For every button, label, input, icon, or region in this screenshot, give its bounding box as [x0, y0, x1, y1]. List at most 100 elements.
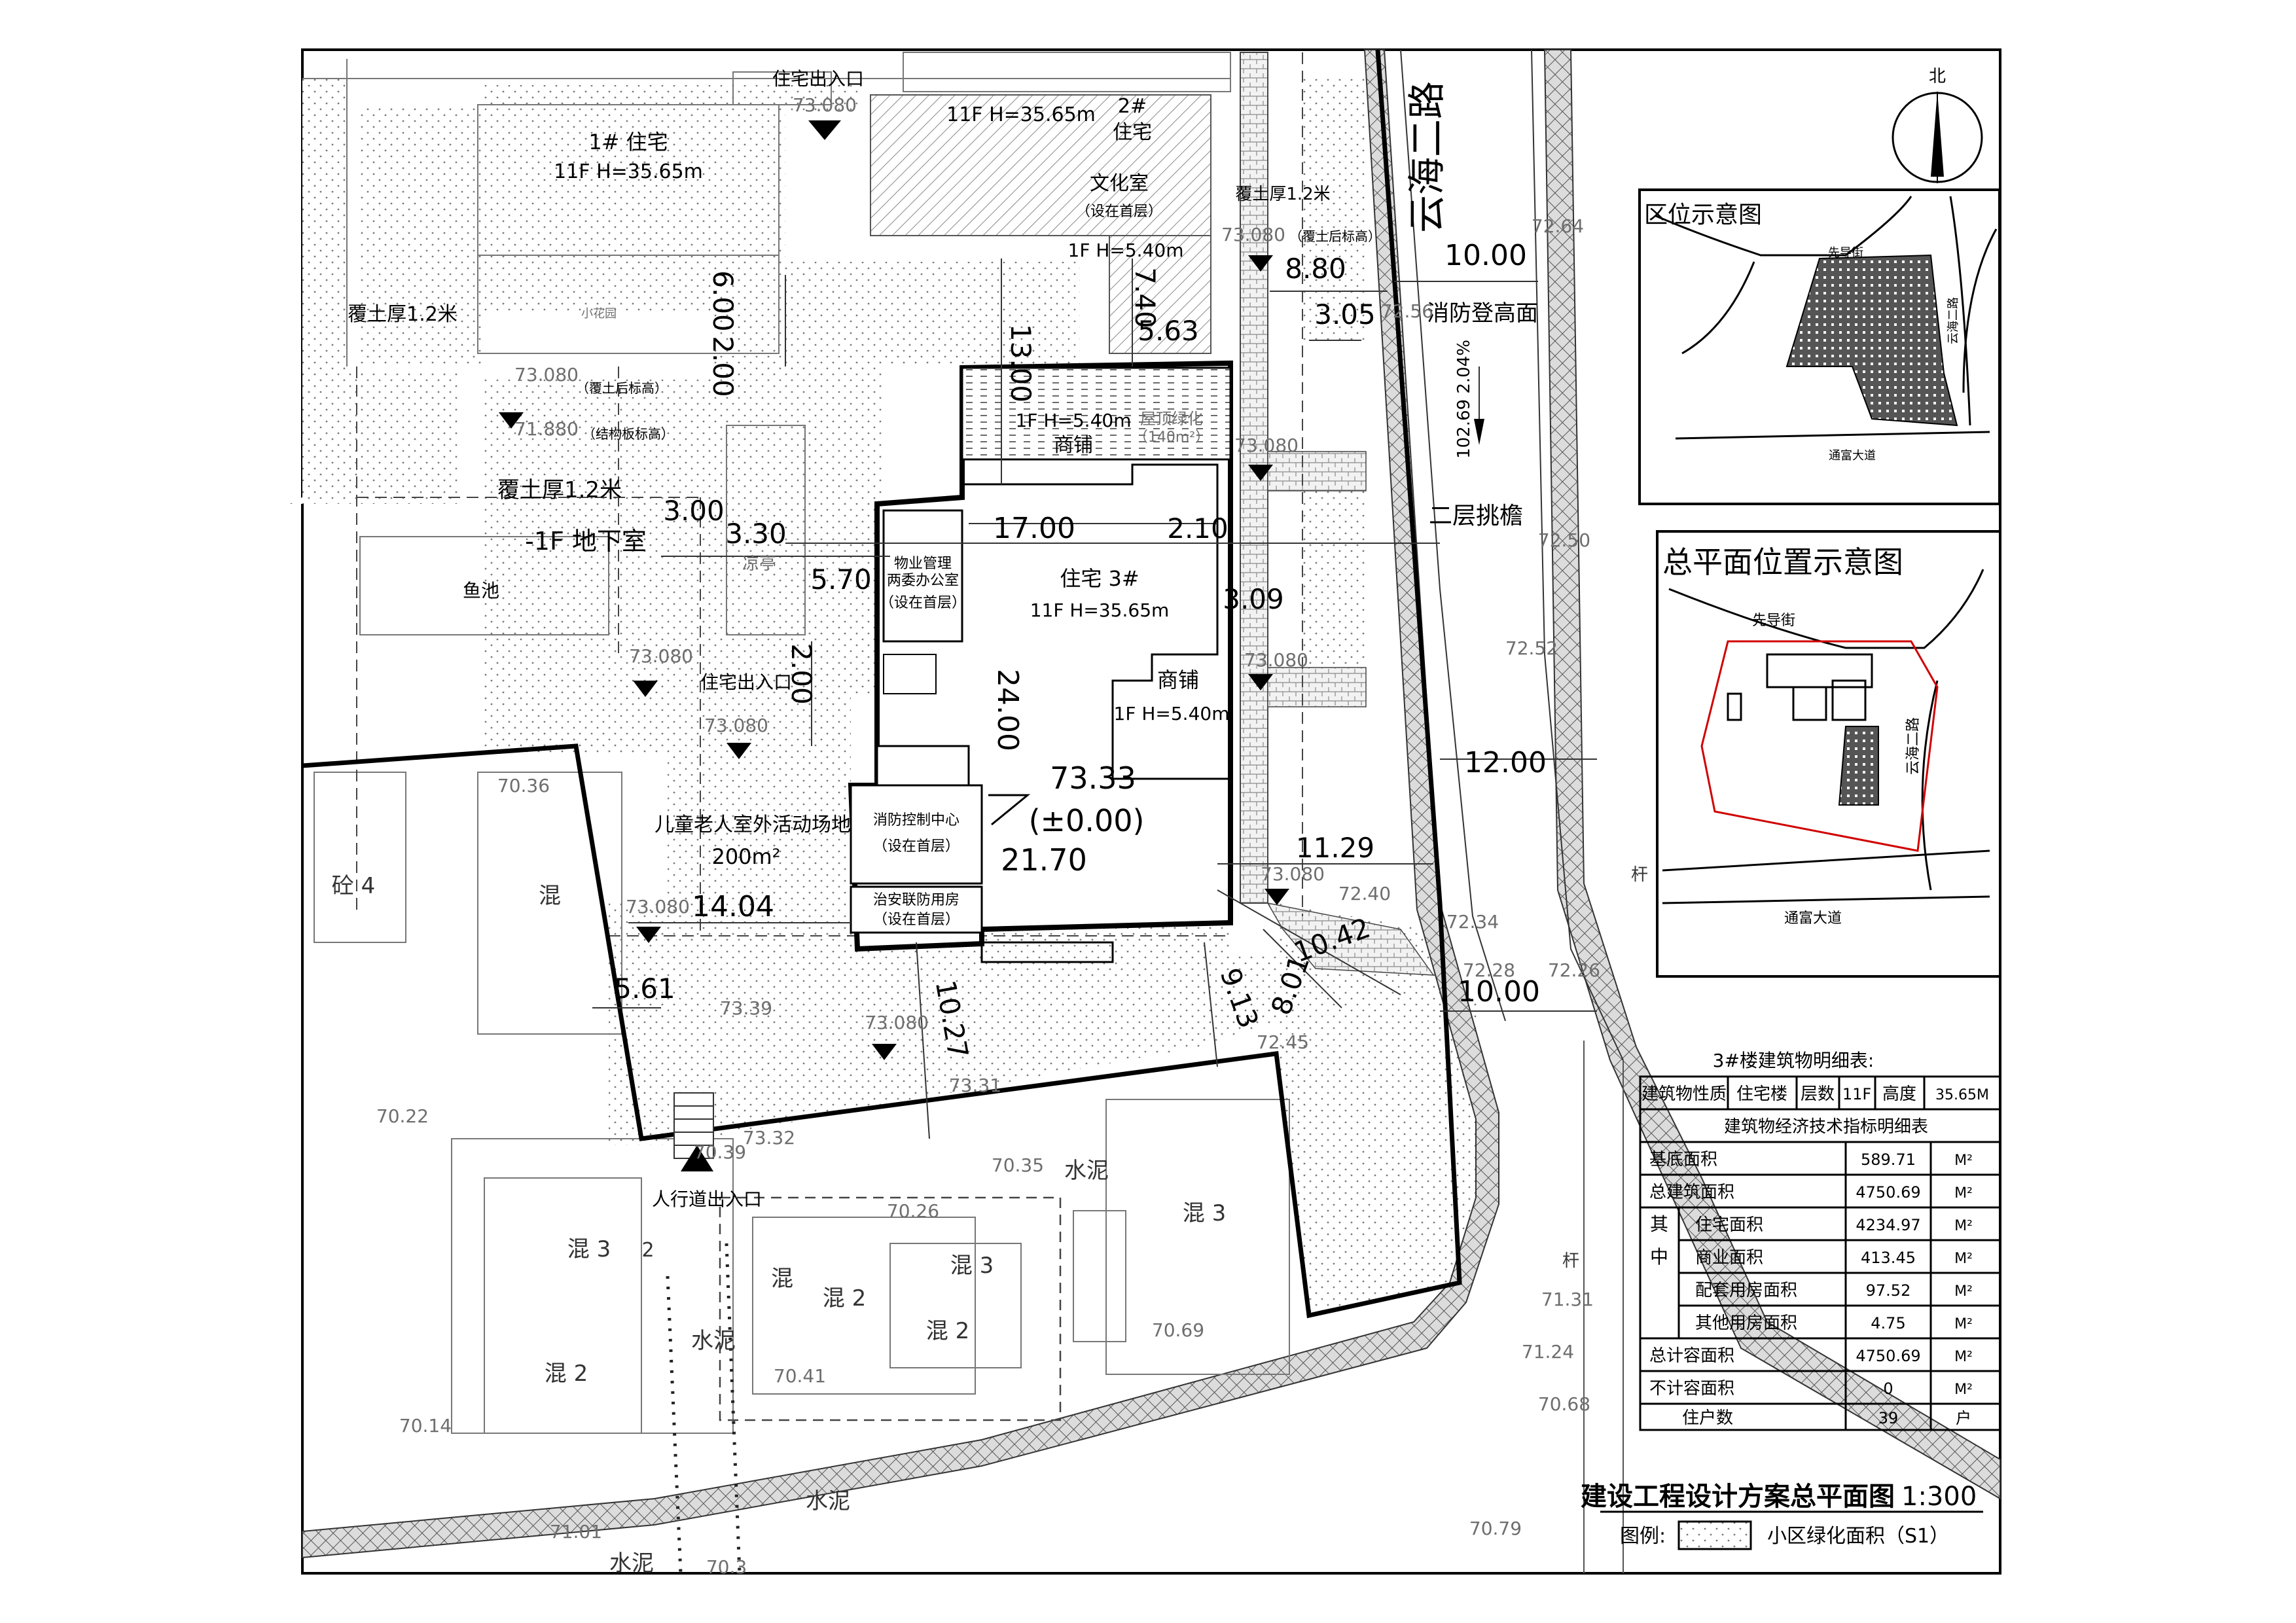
svg-text:M²: M²: [1954, 1382, 1973, 1398]
svg-text:水泥: 水泥: [1064, 1158, 1109, 1184]
svg-text:35.65M: 35.65M: [1935, 1087, 1989, 1103]
building-2-type: 住宅: [1113, 121, 1152, 144]
svg-text:其他用房面积: 其他用房面积: [1695, 1313, 1797, 1333]
svg-text:73.080: 73.080: [629, 645, 693, 667]
svg-text:住宅楼: 住宅楼: [1736, 1084, 1787, 1104]
property-office-1: 物业管理: [894, 556, 952, 572]
svg-text:混 2: 混 2: [823, 1285, 866, 1311]
road-width-mid: 12.00: [1464, 746, 1547, 779]
dim-5-61: 5.61: [614, 972, 675, 1005]
svg-text:72.56: 72.56: [1381, 300, 1433, 322]
svg-text:总建筑面积: 总建筑面积: [1649, 1183, 1734, 1202]
svg-text:72.50: 72.50: [1538, 529, 1590, 551]
svg-text:M²: M²: [1954, 1152, 1973, 1169]
building-1-info: 11F H=35.65m: [554, 160, 703, 183]
table-text: 3#楼建筑物明细表: 建筑物性质 住宅楼 层数 11F 高度 35.65M 建筑…: [1641, 1050, 1989, 1428]
soil-note-3: 覆土厚1.2米: [1235, 185, 1330, 204]
play-area-size: 200m²: [711, 844, 780, 869]
elevation-texts: 73.080 73.080 71.880 73.080 73.080 73.08…: [376, 94, 1600, 1578]
legend-label: 小区绿化面积（S1）: [1767, 1525, 1949, 1548]
svg-text:73.080: 73.080: [1234, 435, 1299, 456]
road-width-bottom: 10.00: [1458, 975, 1540, 1008]
pavilion-label: 凉亭: [742, 554, 776, 574]
svg-text:71.01: 71.01: [550, 1521, 602, 1543]
road-width-top: 10.00: [1444, 239, 1527, 272]
svg-text:水泥: 水泥: [691, 1328, 736, 1354]
svg-text:70.41: 70.41: [774, 1365, 826, 1387]
svg-text:M²: M²: [1954, 1316, 1973, 1332]
svg-text:73.080: 73.080: [1221, 224, 1285, 245]
svg-text:70.36: 70.36: [497, 775, 550, 796]
svg-text:413.45: 413.45: [1861, 1249, 1916, 1267]
road-edge-east: [1543, 49, 2001, 1500]
building-3-name: 住宅 3#: [1060, 566, 1139, 591]
svg-text:基底面积: 基底面积: [1649, 1150, 1717, 1169]
location-map-street: 先导街: [1828, 246, 1863, 260]
brick-walkway: [1240, 52, 1268, 904]
svg-text:71.31: 71.31: [1541, 1289, 1594, 1310]
svg-text:混 2: 混 2: [545, 1361, 588, 1387]
pond-label: 鱼池: [463, 580, 499, 601]
zero-elevation: (±0.00): [1029, 803, 1145, 838]
building-2-no: 2#: [1118, 95, 1147, 118]
svg-text:71.880: 71.880: [514, 418, 579, 440]
svg-text:70.69: 70.69: [1152, 1319, 1204, 1341]
svg-text:M²: M²: [1954, 1218, 1973, 1234]
dim-3-30: 3.30: [725, 518, 787, 550]
building-2-info: 11F H=35.65m: [946, 103, 1096, 126]
site-map-road: 通富大道: [1784, 910, 1842, 927]
dim-13-00: 13.00: [1005, 324, 1037, 402]
svg-text:73.080: 73.080: [514, 364, 579, 385]
location-map-title: 区位示意图: [1644, 202, 1762, 228]
dim-7-40: 7.40: [1129, 267, 1161, 329]
svg-text:72.45: 72.45: [1257, 1031, 1309, 1053]
svg-text:4.75: 4.75: [1871, 1314, 1905, 1332]
svg-text:M²: M²: [1954, 1251, 1973, 1267]
building-labels: 1# 住宅 11F H=35.65m 11F H=35.65m 2# 住宅 文化…: [554, 95, 1229, 928]
road-edge-west: [302, 49, 1499, 1559]
svg-text:70.79: 70.79: [1469, 1518, 1522, 1539]
svg-text:11F: 11F: [1842, 1085, 1871, 1103]
svg-text:水泥: 水泥: [609, 1550, 654, 1577]
svg-text:73.080: 73.080: [1244, 649, 1308, 671]
building-2-podium: 1F H=5.40m: [1068, 240, 1184, 261]
svg-text:北: 北: [1929, 67, 1946, 86]
svg-text:高度: 高度: [1882, 1084, 1916, 1104]
site-map-street: 先导街: [1752, 613, 1795, 629]
dimension-lines: [592, 259, 1597, 1139]
title-block: 建设工程设计方案总平面图 1:300 图例: 小区绿化面积（S1）: [1581, 1482, 1983, 1548]
svg-text:73.080: 73.080: [1261, 863, 1325, 885]
green-areas: [281, 79, 1486, 1315]
svg-text:39: 39: [1878, 1409, 1899, 1427]
building-1-name: 1# 住宅: [588, 130, 668, 154]
basement-label: -1F 地下室: [525, 527, 647, 556]
svg-text:73.080: 73.080: [626, 896, 690, 918]
svg-text:70.22: 70.22: [376, 1105, 429, 1127]
drawing-title: 建设工程设计方案总平面图: [1581, 1482, 1895, 1512]
play-area-label: 儿童老人室外活动场地: [655, 813, 851, 836]
pedestrian-entry: 人行道出入口: [652, 1188, 762, 1210]
existing-labels: 砼 4 混 混 3 混 2 水泥 混 混 2 混 3 混 2 水泥 混 3 水泥…: [332, 865, 1648, 1577]
svg-text:4750.69: 4750.69: [1856, 1183, 1920, 1202]
property-office-3: （设在首层）: [880, 595, 966, 611]
dim-17-00: 17.00: [993, 512, 1075, 545]
dim-6-00: 6.00: [707, 270, 739, 332]
svg-text:M²: M²: [1954, 1349, 1973, 1365]
dim-2-00-b: 2.00: [785, 643, 817, 705]
svg-text:73.32: 73.32: [743, 1127, 795, 1149]
svg-text:混: 混: [539, 883, 561, 909]
dim-14-04: 14.04: [692, 890, 774, 923]
table-subtitle: 建筑物经济技术指标明细表: [1724, 1117, 1928, 1137]
svg-text:2: 2: [641, 1239, 654, 1262]
dim-21-70: 21.70: [1001, 842, 1087, 878]
svg-text:砼 4: 砼 4: [332, 873, 375, 899]
svg-text:住户数: 住户数: [1682, 1408, 1733, 1428]
main-elevation: 73.33: [1050, 760, 1136, 796]
dim-5-63: 5.63: [1138, 315, 1199, 347]
site-boundary: [302, 49, 1462, 1319]
svg-text:70.14: 70.14: [399, 1415, 452, 1436]
svg-text:户: 户: [1956, 1409, 1971, 1427]
svg-text:72.40: 72.40: [1338, 883, 1391, 904]
location-map-road: 通富大道: [1829, 449, 1876, 463]
svg-text:72.26: 72.26: [1548, 959, 1600, 981]
